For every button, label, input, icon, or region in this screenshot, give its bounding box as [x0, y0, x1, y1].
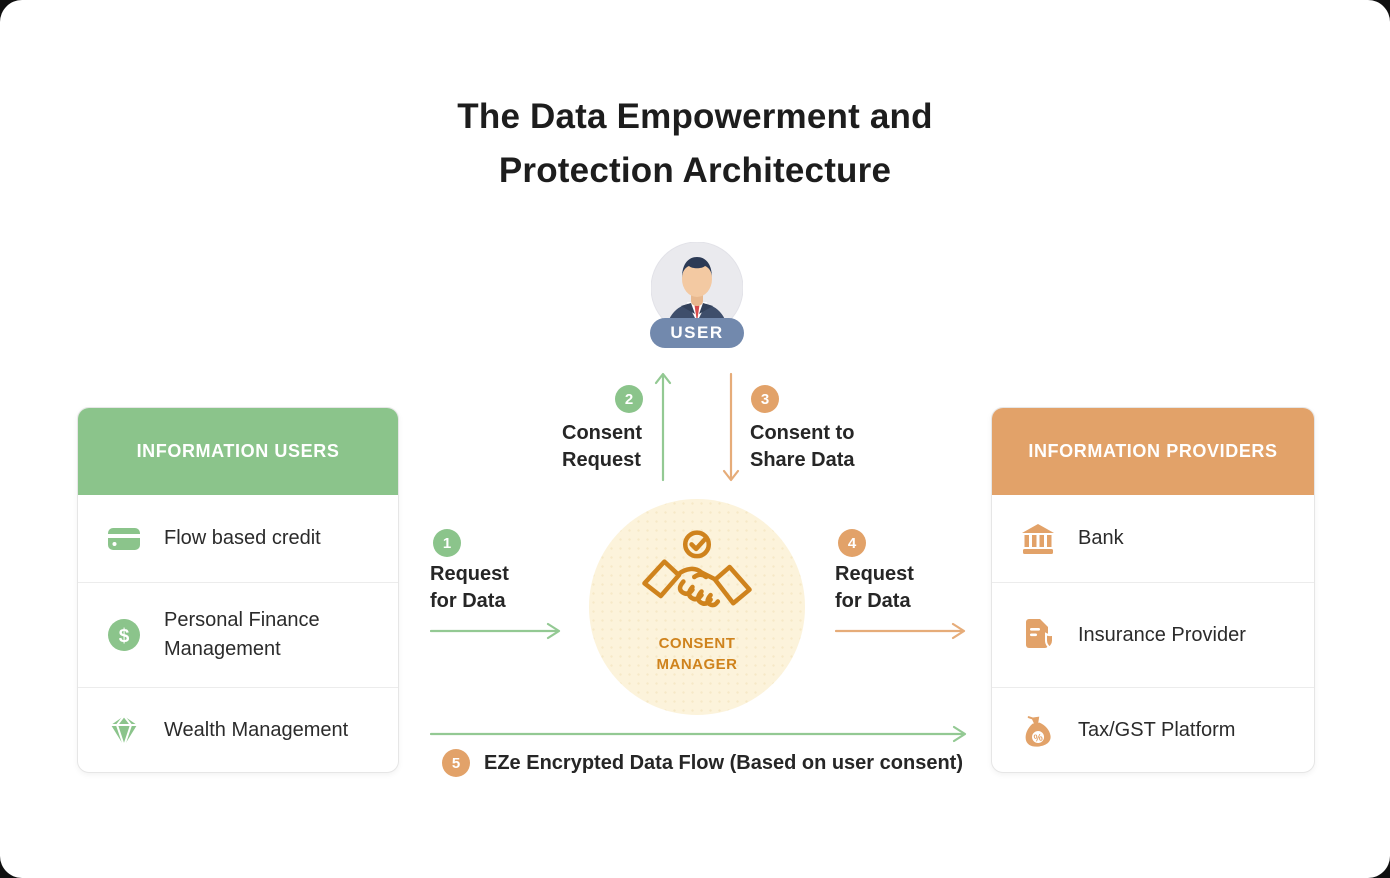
consent-manager-circle: CONSENT MANAGER — [589, 499, 805, 715]
list-item-label: Bank — [1078, 527, 1124, 549]
handshake-check-icon — [638, 529, 756, 625]
step-2-badge: 2 — [615, 385, 643, 413]
request-data-left-arrow — [430, 622, 562, 640]
list-item-label: Flow based credit — [164, 527, 321, 549]
money-bag-percent-icon: % — [1020, 713, 1056, 749]
bank-icon — [1020, 521, 1056, 557]
step-5-badge: 5 — [442, 749, 470, 777]
consent-manager-label: CONSENT MANAGER — [657, 633, 738, 675]
list-item-personal-finance: $ Personal Finance Management — [78, 582, 398, 687]
step-3-badge: 3 — [751, 385, 779, 413]
consent-manager-label-line2: MANAGER — [656, 656, 738, 673]
svg-text:%: % — [1033, 732, 1043, 744]
information-users-header: INFORMATION USERS — [78, 408, 398, 495]
step-3-label: Consent to Share Data — [750, 422, 855, 471]
list-item-label: Wealth Management — [164, 719, 349, 741]
list-item-label: Insurance Provider — [1078, 623, 1246, 646]
consent-manager-label-line1: CONSENT — [658, 635, 736, 652]
step-4-badge: 4 — [838, 529, 866, 557]
information-users-panel: INFORMATION USERS Flow based credit $ Pe… — [77, 407, 399, 773]
list-item-bank: Bank — [992, 495, 1314, 582]
page-title-line2: Protection Architecture — [498, 151, 892, 190]
gem-icon — [106, 713, 142, 749]
dollar-coin-icon: $ — [106, 617, 142, 653]
user-badge: USER — [650, 318, 744, 348]
page-title-line1: The Data Empowerment and — [457, 97, 933, 136]
step-4-label: Request for Data — [835, 563, 914, 612]
step-5-label: EZe Encrypted Data Flow (Based on user c… — [484, 752, 963, 774]
request-data-right-arrow — [835, 622, 967, 640]
page-title: The Data Empowerment and Protection Arch… — [0, 90, 1390, 198]
list-item-flow-based-credit: Flow based credit — [78, 495, 398, 582]
step-1-badge: 1 — [433, 529, 461, 557]
list-item-tax-gst-platform: % Tax/GST Platform — [992, 687, 1314, 773]
list-item-label: Personal Finance Management — [164, 609, 320, 660]
svg-text:$: $ — [119, 626, 130, 647]
encrypted-data-flow-arrow — [430, 725, 970, 743]
information-providers-panel: INFORMATION PROVIDERS Bank — [991, 407, 1315, 773]
consent-share-down-arrow — [720, 371, 742, 483]
consent-request-up-arrow — [652, 371, 674, 483]
step-1-label: Request for Data — [430, 563, 509, 612]
list-item-insurance-provider: Insurance Provider — [992, 582, 1314, 687]
list-item-wealth-management: Wealth Management — [78, 687, 398, 773]
credit-card-icon — [106, 521, 142, 557]
step-2-label: Consent Request — [562, 422, 642, 471]
information-providers-header: INFORMATION PROVIDERS — [992, 408, 1314, 495]
document-shield-icon — [1020, 617, 1056, 653]
list-item-label: Tax/GST Platform — [1078, 719, 1236, 741]
